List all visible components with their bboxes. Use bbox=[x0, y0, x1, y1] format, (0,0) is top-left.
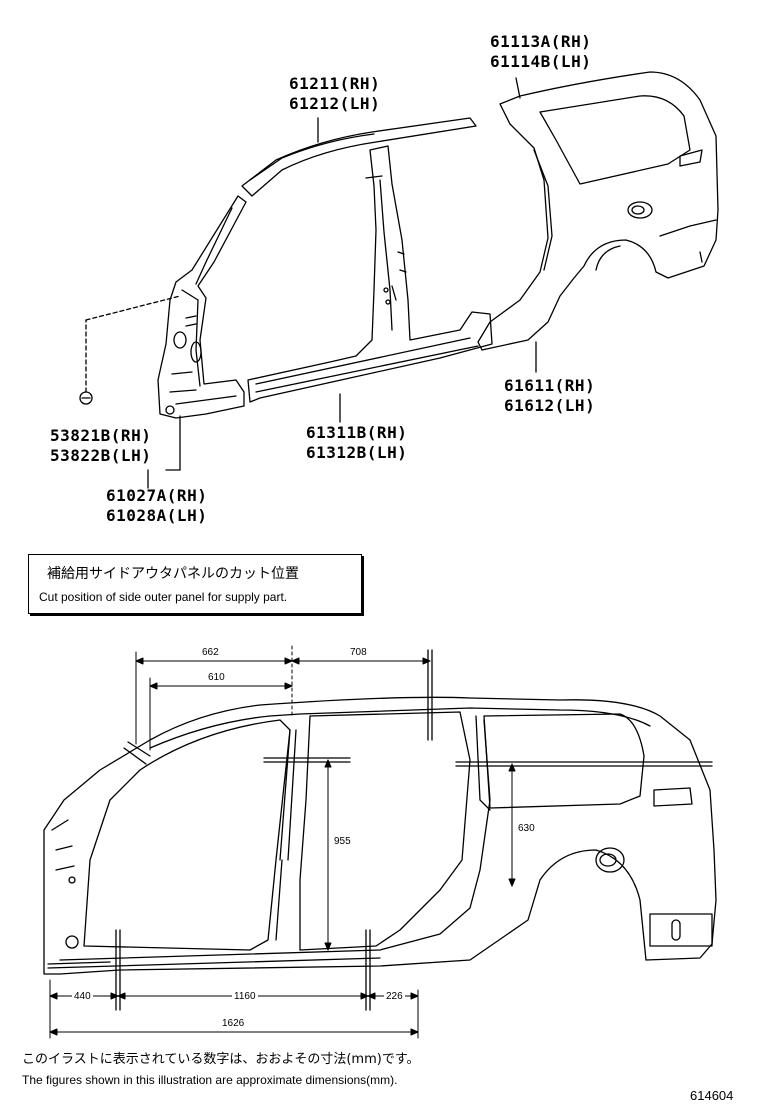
dimension-1160: 1160 bbox=[232, 991, 258, 1002]
note-japanese: 補給用サイドアウタパネルのカット位置 bbox=[47, 566, 299, 582]
dimension-440: 440 bbox=[72, 991, 93, 1002]
part-number: 61211(RH) bbox=[289, 74, 381, 93]
dimension-662: 662 bbox=[202, 647, 219, 658]
center-pillar-rocker-part bbox=[247, 145, 493, 403]
dimension-226: 226 bbox=[384, 991, 405, 1002]
label-quarter-lower: 61611(RH) 61612(LH) bbox=[504, 376, 595, 416]
part-number: 61612(LH) bbox=[504, 396, 596, 415]
part-number: 61312B(LH) bbox=[306, 443, 408, 462]
part-number: 61028A(LH) bbox=[106, 506, 208, 525]
part-number: 61611(RH) bbox=[504, 376, 596, 395]
label-clip: 53821B(RH) 53822B(LH) bbox=[50, 426, 151, 466]
label-front-pillar: 61027A(RH) 61028A(LH) bbox=[106, 486, 207, 526]
roof-rail-part bbox=[241, 117, 477, 197]
dimension-630: 630 bbox=[518, 823, 535, 834]
footnote-japanese: このイラストに表示されている数字は、おおよその寸法(mm)です。 bbox=[22, 1052, 420, 1067]
part-number: 61212(LH) bbox=[289, 94, 381, 113]
leader-lines bbox=[147, 77, 537, 489]
clip-part bbox=[79, 295, 181, 405]
dimension-955: 955 bbox=[334, 836, 351, 847]
quarter-panel-part bbox=[477, 71, 719, 351]
part-number: 53822B(LH) bbox=[50, 446, 152, 465]
figure-id: 614604 bbox=[690, 1088, 734, 1103]
label-roof-rail: 61211(RH) 61212(LH) bbox=[289, 74, 380, 114]
cut-position-note: 補給用サイドアウタパネルのカット位置 Cut position of side … bbox=[28, 554, 362, 614]
front-pillar-part bbox=[157, 195, 247, 419]
dimension-610: 610 bbox=[208, 672, 225, 683]
part-number: 61027A(RH) bbox=[106, 486, 208, 505]
label-quarter-panel: 61113A(RH) 61114B(LH) bbox=[490, 32, 591, 72]
part-number: 53821B(RH) bbox=[50, 426, 152, 445]
note-english: Cut position of side outer panel for sup… bbox=[39, 590, 288, 604]
part-number: 61114B(LH) bbox=[490, 52, 592, 71]
label-rocker: 61311B(RH) 61312B(LH) bbox=[306, 423, 407, 463]
body-side-outline bbox=[43, 696, 717, 975]
dimension-lines bbox=[49, 645, 516, 1039]
part-number: 61311B(RH) bbox=[306, 423, 408, 442]
footnote-english: The figures shown in this illustration a… bbox=[22, 1073, 398, 1087]
dimension-1626: 1626 bbox=[222, 1018, 245, 1029]
dimension-708: 708 bbox=[350, 647, 367, 658]
part-number: 61113A(RH) bbox=[490, 32, 592, 51]
